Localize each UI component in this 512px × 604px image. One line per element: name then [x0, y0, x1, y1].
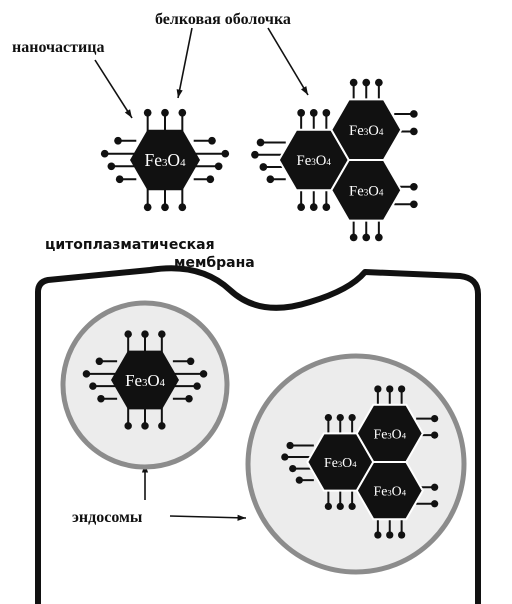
protein-ligand [143, 187, 152, 212]
arrow-endosome-large [169, 514, 247, 521]
protein-ligand [416, 414, 439, 423]
protein-ligand [362, 220, 371, 242]
protein-ligand [394, 200, 418, 209]
label-membrane-line2: мембрана [174, 255, 255, 271]
protein-ligand [158, 330, 166, 354]
protein-ligand [349, 220, 358, 242]
protein-ligand [178, 108, 187, 133]
formula-label: Fe3O4 [145, 150, 187, 170]
label-protein-shell: белковая оболочка [155, 11, 291, 28]
protein-ligand [297, 109, 305, 130]
protein-ligand [266, 175, 286, 184]
protein-ligand [322, 190, 331, 211]
formula-label: Fe3O4 [324, 455, 357, 470]
protein-ligand [286, 441, 314, 450]
protein-ligand [374, 385, 382, 405]
protein-ligand [386, 385, 394, 405]
label-endosomes: эндосомы [72, 509, 143, 526]
nanoparticle-free: Fe3O4 [100, 108, 230, 212]
label-nanoparticle: наночастица [12, 39, 104, 56]
protein-ligand [193, 162, 223, 171]
protein-ligand [172, 370, 208, 378]
protein-ligand [324, 413, 332, 434]
arrow-nanoparticle [94, 59, 133, 119]
protein-ligand [348, 413, 356, 434]
protein-ligand [89, 382, 118, 390]
protein-ligand [256, 138, 286, 147]
protein-ligand [124, 330, 132, 354]
formula-label: Fe3O4 [374, 426, 407, 441]
protein-ligand [193, 149, 230, 158]
cell-membrane [35, 265, 481, 604]
protein-ligand [115, 175, 137, 184]
protein-ligand [362, 78, 371, 100]
protein-ligand [309, 109, 318, 130]
protein-ligand [97, 394, 118, 403]
protein-ligand [309, 190, 318, 211]
arrow-protein-shell-2 [267, 27, 309, 96]
protein-ligand [349, 78, 358, 100]
protein-ligand [193, 175, 215, 184]
protein-ligand [398, 385, 406, 405]
protein-ligand [336, 413, 344, 434]
arrow-head [176, 89, 183, 98]
formula-label: Fe3O4 [125, 371, 166, 390]
protein-ligand [375, 78, 383, 100]
fe3o4-hexagon [111, 350, 179, 410]
protein-ligand [394, 110, 418, 118]
protein-ligand [82, 370, 118, 378]
protein-ligand [295, 476, 314, 484]
arrow-head [124, 109, 132, 118]
protein-ligand [172, 382, 201, 390]
protein-ligand [143, 108, 152, 133]
formula-label: Fe3O4 [349, 183, 384, 199]
protein-ligand [161, 108, 169, 133]
formula-label: Fe3O4 [349, 123, 384, 139]
protein-ligand [251, 150, 286, 159]
label-membrane-line1: цитоплазматическая [45, 237, 215, 253]
protein-ligand [100, 149, 137, 158]
protein-ligand [161, 187, 169, 212]
protein-ligand [141, 330, 149, 354]
formula-label: Fe3O4 [374, 483, 407, 498]
protein-ligand [348, 490, 356, 511]
protein-ligand [416, 500, 439, 508]
protein-ligand [95, 357, 118, 366]
protein-ligand [324, 490, 332, 511]
protein-ligand [374, 519, 382, 539]
protein-ligand [375, 220, 383, 242]
protein-ligand [386, 519, 394, 539]
protein-ligand [114, 136, 137, 145]
arrow-head [301, 86, 308, 95]
cytoplasmic-membrane-path [35, 265, 481, 604]
arrows-layer [94, 27, 309, 521]
protein-ligand [141, 406, 149, 430]
protein-ligand [107, 162, 137, 171]
fe3o4-hexagon [130, 129, 200, 191]
formula-label: Fe3O4 [297, 153, 332, 169]
arrow-protein-shell-1 [176, 27, 193, 99]
protein-ligand [297, 190, 305, 211]
protein-ligand [172, 357, 195, 366]
arrow-head [237, 514, 246, 521]
protein-ligand [172, 394, 193, 403]
endosomes-layer [60, 300, 467, 575]
protein-ligand [398, 519, 406, 539]
protein-ligand [158, 406, 166, 430]
protein-ligand [124, 406, 132, 430]
fe3o4-hexagon-bottom [355, 461, 424, 521]
fe3o4-hexagon-bottom [330, 159, 403, 222]
protein-ligand [193, 136, 216, 145]
nanoparticle-in-endosome: Fe3O4 [82, 330, 208, 430]
protein-ligand [322, 109, 331, 130]
protein-ligand [336, 490, 344, 511]
protein-ligand [178, 187, 187, 212]
